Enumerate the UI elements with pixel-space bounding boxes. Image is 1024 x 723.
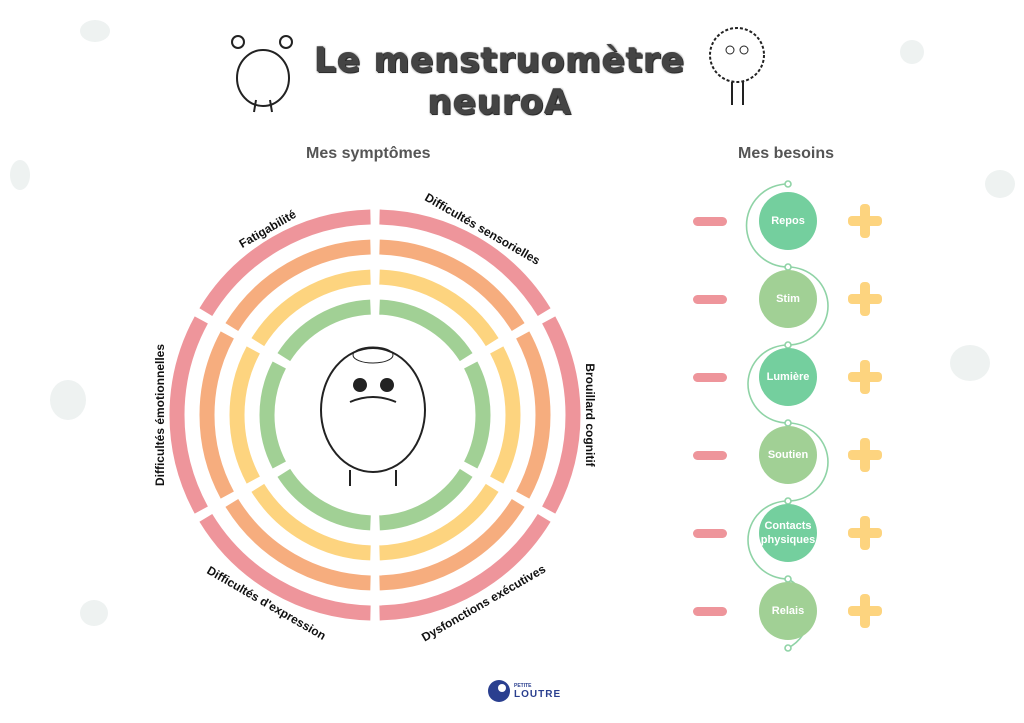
ring-segment[interactable]	[542, 316, 581, 514]
needs-heading: Mes besoins	[738, 145, 835, 162]
ring-segment[interactable]	[516, 331, 551, 499]
ring-segment[interactable]	[251, 483, 371, 561]
otter-logo-icon	[488, 680, 510, 702]
segment-label: Difficultés émotionnelles	[153, 344, 167, 486]
segment-label: Brouillard cognitif	[583, 363, 597, 467]
ring-segment[interactable]	[277, 299, 371, 362]
logo-small-text: PETITE	[514, 682, 532, 689]
ring-segment[interactable]	[225, 239, 371, 332]
ring-segment[interactable]	[379, 498, 525, 591]
logo-big-text: LOUTRE	[514, 688, 562, 700]
monster-left-icon	[231, 35, 293, 113]
need-item[interactable]: Repos	[759, 192, 817, 250]
ring-segment[interactable]	[199, 209, 371, 317]
needs-connector-line	[745, 180, 829, 652]
need-item[interactable]: Relais	[759, 582, 817, 640]
decrease-button[interactable]	[693, 373, 727, 382]
ring-segment[interactable]	[379, 468, 473, 531]
need-item[interactable]: Contacts physiques	[759, 504, 817, 562]
decrease-button[interactable]	[693, 217, 727, 226]
ring-segment[interactable]	[251, 269, 371, 347]
ring-segment[interactable]	[463, 361, 491, 469]
ring-segment[interactable]	[379, 483, 499, 561]
title-line-1: Le menstruomètre	[314, 41, 686, 81]
ring-segment[interactable]	[199, 331, 234, 499]
ring-segment[interactable]	[199, 513, 371, 621]
need-label: Lumière	[766, 371, 810, 383]
center-monster-icon	[320, 346, 426, 486]
ring-segment[interactable]	[169, 316, 208, 514]
ring-segment[interactable]	[379, 239, 525, 332]
ring-segment[interactable]	[379, 299, 473, 362]
need-item[interactable]: Lumière	[759, 348, 817, 406]
need-label: Soutien	[767, 449, 809, 461]
symptoms-heading: Mes symptômes	[306, 145, 431, 162]
increase-button[interactable]	[848, 360, 882, 394]
decrease-button[interactable]	[693, 607, 727, 616]
decrease-button[interactable]	[693, 295, 727, 304]
ring-segment[interactable]	[259, 361, 287, 469]
ring-segment[interactable]	[277, 468, 371, 531]
ring-segment[interactable]	[379, 269, 499, 347]
ring-segment[interactable]	[379, 209, 551, 317]
ring-segment[interactable]	[379, 513, 551, 621]
title-line-2: neuroA	[428, 83, 572, 123]
increase-button[interactable]	[848, 594, 882, 628]
increase-button[interactable]	[848, 204, 882, 238]
need-item[interactable]: Stim	[759, 270, 817, 328]
ring-segment[interactable]	[225, 498, 371, 591]
ring-segment[interactable]	[229, 346, 260, 484]
ring-segment[interactable]	[490, 346, 521, 484]
need-label: Repos	[771, 215, 805, 227]
need-label: Contacts physiques	[760, 520, 816, 546]
decrease-button[interactable]	[693, 529, 727, 538]
increase-button[interactable]	[848, 516, 882, 550]
need-label: Stim	[776, 293, 800, 305]
need-item[interactable]: Soutien	[759, 426, 817, 484]
increase-button[interactable]	[848, 438, 882, 472]
decrease-button[interactable]	[693, 451, 727, 460]
monster-right-icon	[709, 27, 765, 105]
need-label: Relais	[771, 605, 805, 617]
increase-button[interactable]	[848, 282, 882, 316]
